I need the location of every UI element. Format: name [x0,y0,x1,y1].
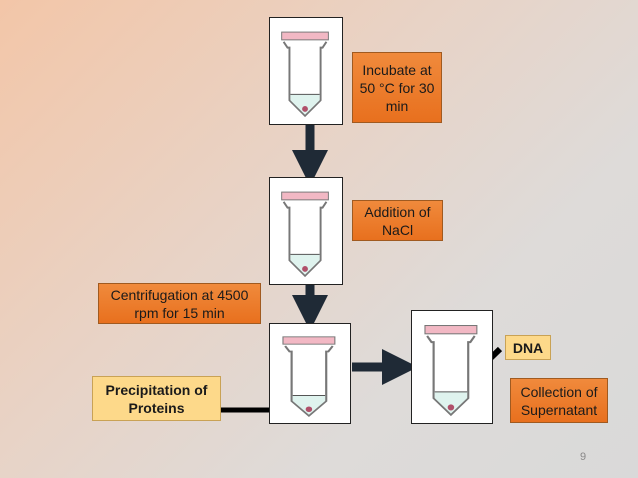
tube-panel-4 [411,310,493,424]
tube-icon [281,191,329,278]
tube-icon [281,31,329,118]
tube-panel-1 [269,17,343,125]
step-nacl: Addition of NaCl [352,200,443,241]
tube-panel-2 [269,177,343,285]
label-precipitation: Precipitation of Proteins [92,376,221,421]
step-collection: Collection of Supernatant [510,378,608,423]
step-incubate: Incubate at 50 °C for 30 min [352,52,442,123]
label-dna: DNA [505,335,551,360]
page-number: 9 [580,451,587,463]
step-centrifugation: Centrifugation at 4500 rpm for 15 min [98,283,261,324]
tube-icon [282,336,336,417]
tube-panel-3 [269,323,351,424]
tube-icon [424,325,478,417]
